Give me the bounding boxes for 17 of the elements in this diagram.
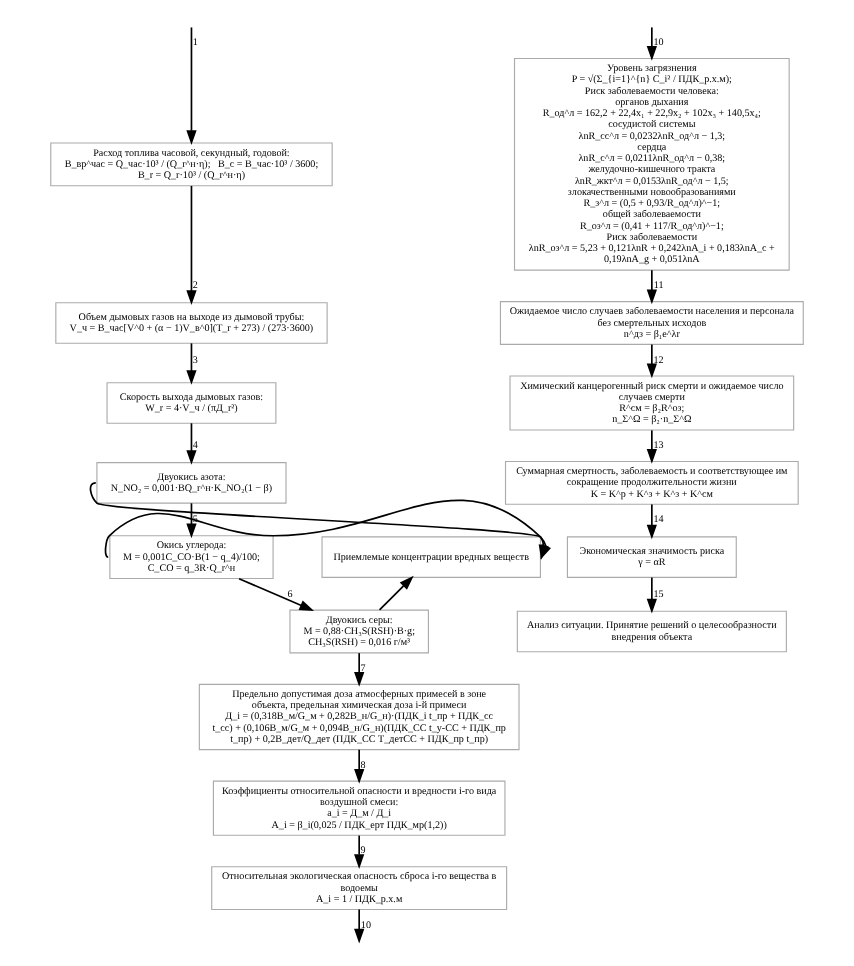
arrow bbox=[354, 651, 365, 686]
arrow bbox=[646, 575, 657, 613]
arrow bbox=[186, 25, 197, 144]
arrow bbox=[646, 25, 657, 60]
arrow bbox=[354, 907, 365, 943]
arrow bbox=[186, 184, 197, 304]
arrow bbox=[238, 576, 315, 610]
arrow bbox=[354, 833, 365, 868]
arrow bbox=[354, 747, 365, 783]
arrow bbox=[186, 501, 197, 538]
arrow bbox=[186, 341, 197, 384]
arrow bbox=[646, 502, 657, 539]
arrow bbox=[378, 574, 414, 610]
arrow bbox=[646, 342, 657, 378]
arrow bbox=[646, 268, 657, 304]
arrow bbox=[646, 428, 657, 463]
arrow bbox=[186, 421, 197, 464]
